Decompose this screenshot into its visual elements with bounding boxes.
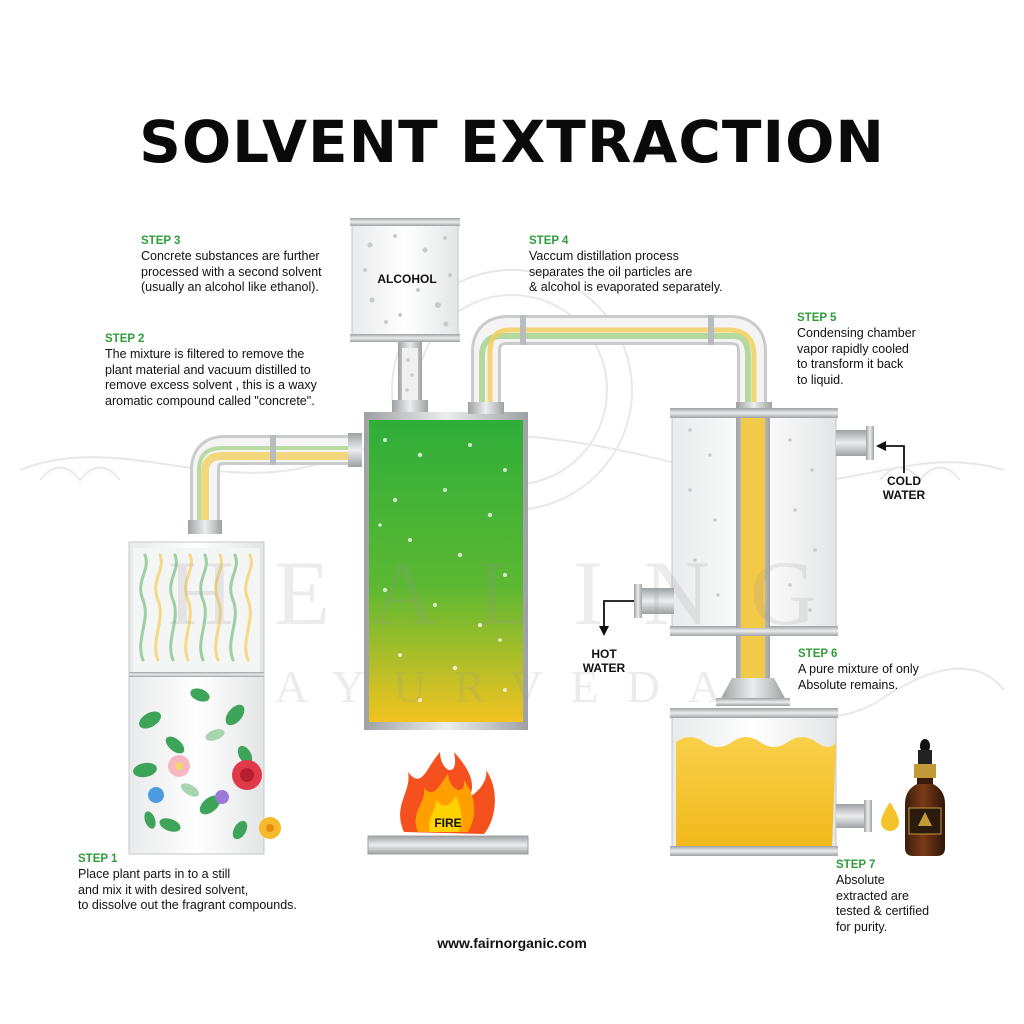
step-1-title: STEP 1 bbox=[78, 853, 118, 865]
step-6: STEP 6 A pure mixture of only Absolute r… bbox=[798, 648, 958, 693]
alcohol-label: ALCOHOL bbox=[377, 272, 437, 286]
plant-still bbox=[128, 541, 281, 855]
cold-water-label: COLD WATER bbox=[882, 474, 926, 502]
step-1: STEP 1 Place plant parts in to a still a… bbox=[78, 853, 348, 914]
step-2-text: The mixture is filtered to remove the pl… bbox=[105, 347, 317, 408]
drip-pipe bbox=[716, 636, 790, 706]
step-7: STEP 7 Absolute extracted are tested & c… bbox=[836, 859, 966, 935]
step-3: STEP 3 Concrete substances are further p… bbox=[141, 235, 356, 296]
condensing-chamber bbox=[599, 408, 905, 636]
step-7-title: STEP 7 bbox=[836, 859, 876, 871]
step-6-title: STEP 6 bbox=[798, 648, 838, 660]
step-2: STEP 2 The mixture is filtered to remove… bbox=[105, 333, 355, 409]
distillation-vessel bbox=[364, 412, 528, 730]
step-3-text: Concrete substances are further processe… bbox=[141, 249, 322, 294]
fire-label: FIRE bbox=[434, 816, 462, 830]
step-4: STEP 4 Vaccum distillation process separ… bbox=[529, 235, 759, 296]
watermark-text-healing: HEALING bbox=[167, 542, 857, 644]
step-2-title: STEP 2 bbox=[105, 333, 145, 345]
pipe-still-to-vessel bbox=[188, 433, 362, 534]
alcohol-tank bbox=[350, 218, 460, 412]
absolute-collection-vessel bbox=[670, 708, 872, 856]
step-7-text: Absolute extracted are tested & certifie… bbox=[836, 873, 930, 934]
step-5-title: STEP 5 bbox=[797, 312, 837, 324]
website-link[interactable]: www.fairnorganic.com bbox=[437, 935, 587, 951]
step-5-text: Condensing chamber vapor rapidly cooled … bbox=[797, 326, 916, 387]
watermark-text-ayurveda: AYURVEDA bbox=[274, 661, 750, 712]
step-3-title: STEP 3 bbox=[141, 235, 181, 247]
page-title: SOLVENT EXTRACTION bbox=[139, 108, 885, 176]
dropper-bottle bbox=[905, 739, 945, 856]
vapor-pipe bbox=[468, 315, 772, 414]
hot-water-label: HOT WATER bbox=[582, 647, 626, 675]
step-4-text: Vaccum distillation process separates th… bbox=[529, 249, 723, 294]
fire-burner bbox=[367, 752, 529, 855]
step-5: STEP 5 Condensing chamber vapor rapidly … bbox=[797, 312, 947, 388]
step-6-text: A pure mixture of only Absolute remains. bbox=[798, 662, 919, 692]
step-4-title: STEP 4 bbox=[529, 235, 569, 247]
step-1-text: Place plant parts in to a still and mix … bbox=[78, 867, 297, 912]
oil-drop bbox=[881, 802, 899, 831]
